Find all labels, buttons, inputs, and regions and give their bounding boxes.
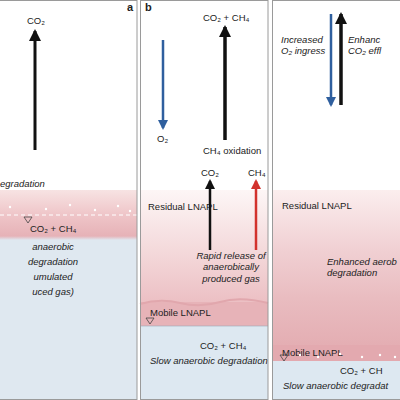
layer-band: Mobile LNAPL (272, 345, 400, 361)
annotation-label: b (145, 1, 152, 14)
oxygen-arrow (330, 14, 333, 105)
band-label: CO₂ + CH (340, 365, 383, 376)
annotation-label: egradation (0, 178, 45, 189)
layer-band: Mobile LNAPL (140, 302, 268, 326)
annotation-label: CO₂ (27, 15, 45, 26)
panel-frame (0, 1, 137, 400)
layer-band: Residual LNAPL (140, 190, 268, 302)
band-label: anaerobic degradation umulated uced gas) (24, 239, 82, 299)
efflux-arrow (34, 31, 37, 150)
layer-band: CO₂ + CH₄ anaerobic degradation umulated … (0, 190, 137, 400)
efflux-arrow (339, 14, 343, 105)
panel-frame (273, 1, 400, 400)
band-label: Residual LNAPL (282, 200, 352, 211)
band-label: Mobile LNAPL (282, 347, 343, 358)
annotation-label: a (127, 1, 133, 14)
layer-band: Residual LNAPL Enhanced aerob degradation (272, 190, 400, 345)
annotation-label: CH₄ (248, 167, 266, 178)
annotation-label: Increased O₂ ingress (281, 34, 333, 57)
oxygen-arrow (162, 40, 165, 128)
layer-band: CO₂ + CH₄ Slow anaerobic degradation (140, 326, 268, 400)
annotation-label: O₂ (157, 133, 168, 144)
efflux-arrow (223, 27, 227, 140)
band-label: CO₂ + CH₄ (200, 340, 246, 351)
layer-band: CO₂ + CH Slow anaerobic degradat (272, 361, 400, 400)
band-label: Residual LNAPL (148, 201, 218, 212)
band-label: Slow anaerobic degradation (150, 355, 268, 366)
band-label: CO₂ + CH₄ (30, 223, 76, 234)
annotation-label: CH₄ oxidation (203, 145, 261, 156)
annotation-label: Enhanc CO₂ effl (348, 34, 390, 57)
band-label: Enhanced aerob degradation (327, 256, 399, 279)
band-label: Mobile LNAPL (150, 307, 211, 318)
annotation-label: CO₂ (201, 167, 219, 178)
annotation-label: Rapid release of anaerobically produced … (188, 250, 274, 284)
annotation-label: CO₂ + CH₄ (203, 12, 249, 23)
band-label: Slow anaerobic degradat (283, 380, 388, 391)
panel-frame (141, 1, 269, 400)
